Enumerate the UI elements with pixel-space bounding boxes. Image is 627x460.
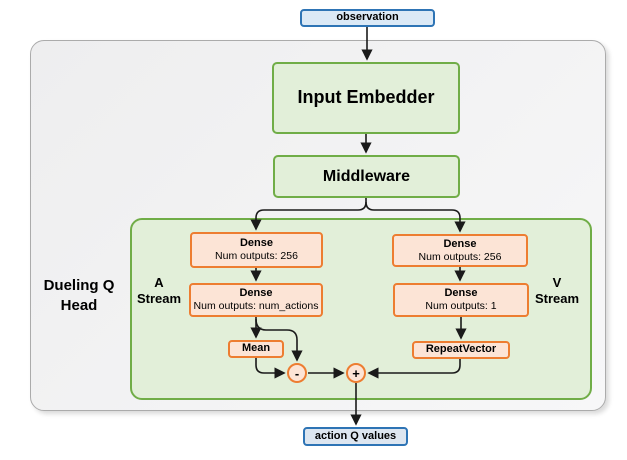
input-embedder-node: Input Embedder [272,62,460,134]
repeat-vector-node: RepeatVector [412,341,510,359]
a-dense1-subtitle: Num outputs: 256 [215,250,298,263]
a-dense1-title: Dense [239,237,274,250]
action-q-values-node: action Q values [303,427,408,446]
a-stream-dense1-node: Dense Num outputs: 256 [190,232,323,268]
plus-icon: + [352,365,360,381]
observation-node: observation [300,9,435,27]
v-stream-dense2-node: Dense Num outputs: 1 [393,283,529,317]
v-dense2-subtitle: Num outputs: 1 [425,300,497,313]
a-stream-label: A Stream [136,275,182,306]
v-stream-label: V Stream [534,275,580,306]
a-stream-dense2-node: Dense Num outputs: num_actions [189,283,323,317]
mean-node: Mean [228,340,284,358]
input-embedder-label: Input Embedder [297,87,435,108]
mean-label: Mean [241,342,271,355]
dueling-q-head-label: Dueling Q Head [43,276,115,314]
observation-label: observation [336,11,399,24]
v-stream-dense1-node: Dense Num outputs: 256 [392,234,528,267]
v-dense2-title: Dense [444,287,478,300]
a-dense2-title: Dense [239,287,273,300]
v-dense1-subtitle: Num outputs: 256 [418,250,502,263]
minus-icon: - [294,365,300,381]
repeat-vector-label: RepeatVector [425,343,497,356]
v-dense1-title: Dense [443,237,477,250]
minus-operator-circle: - [287,363,307,383]
action-q-values-label: action Q values [314,429,397,442]
middleware-node: Middleware [273,155,460,198]
plus-operator-circle: + [346,363,366,383]
a-dense2-subtitle: Num outputs: num_actions [193,300,319,313]
middleware-label: Middleware [322,167,411,185]
